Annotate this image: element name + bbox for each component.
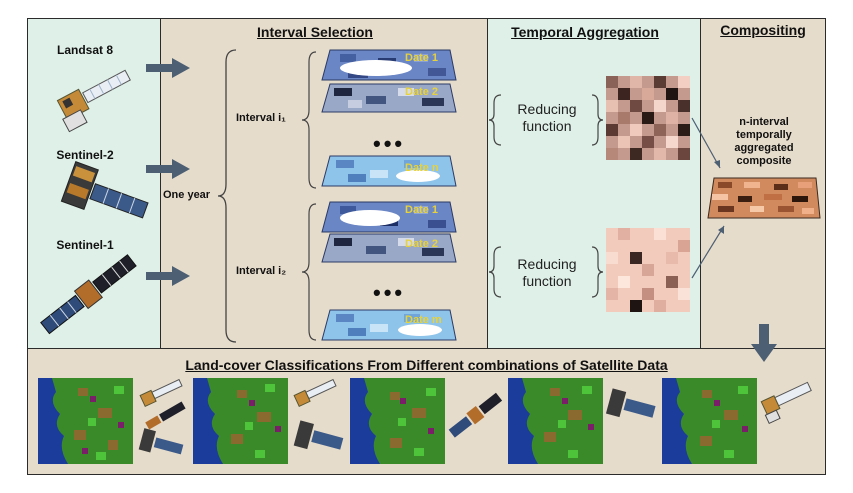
classification-map-4 <box>508 378 603 464</box>
date-1-label-b: Date 1 <box>405 204 438 216</box>
aggregation-bracket-2 <box>489 247 503 297</box>
date-m-label: Date m <box>405 314 442 326</box>
landsat-satellite-icon <box>50 60 135 135</box>
aggregation-bracket-1 <box>489 95 503 145</box>
date-2-label-b: Date 2 <box>405 238 438 250</box>
compositing-header: Compositing <box>700 22 826 38</box>
combo-5-satellites-icon <box>760 384 820 434</box>
interval-1-bracket <box>302 52 318 188</box>
combo-3-satellites-icon <box>446 386 506 446</box>
landsat-label: Landsat 8 <box>45 43 125 57</box>
classification-map-1 <box>38 378 133 464</box>
date-n-label: Date n <box>405 162 439 174</box>
combo-2-satellites-icon <box>292 384 347 464</box>
arrow-landsat <box>146 58 191 78</box>
sentinel2-satellite-icon <box>58 165 153 230</box>
reducing-function-1: Reducing function <box>506 101 588 135</box>
arrow-sentinel2 <box>146 159 191 179</box>
arrow-sentinel1 <box>146 266 191 286</box>
dots-interval-2: ••• <box>373 280 405 306</box>
aggregation-bracket-1b <box>592 95 604 145</box>
one-year-label: One year <box>163 189 210 201</box>
interval-2-label: Interval i₂ <box>236 265 286 277</box>
classification-map-5 <box>662 378 757 464</box>
combo-1-satellites-icon <box>138 384 193 464</box>
sentinel1-satellite-icon <box>35 248 145 338</box>
sentinel2-label: Sentinel-2 <box>45 148 125 162</box>
combo-4-satellites-icon <box>604 388 659 428</box>
classification-map-2 <box>193 378 288 464</box>
aggregation-bracket-2b <box>592 247 604 297</box>
composite-raster <box>704 174 822 224</box>
interval-selection-header: Interval Selection <box>160 24 470 40</box>
one-year-bracket <box>218 50 238 342</box>
aggregated-raster-2 <box>606 228 690 312</box>
reducing-function-2: Reducing function <box>506 256 588 290</box>
arrow-to-classification <box>751 324 777 364</box>
interval-1-label: Interval i₁ <box>236 112 286 124</box>
date-1-label-a: Date 1 <box>405 52 438 64</box>
classification-header: Land-cover Classifications From Differen… <box>27 357 826 373</box>
interval-2-bracket <box>302 204 318 340</box>
date-2-label-a: Date 2 <box>405 86 438 98</box>
aggregated-raster-1 <box>606 76 690 160</box>
temporal-aggregation-header: Temporal Aggregation <box>487 24 683 40</box>
classification-map-3 <box>350 378 445 464</box>
